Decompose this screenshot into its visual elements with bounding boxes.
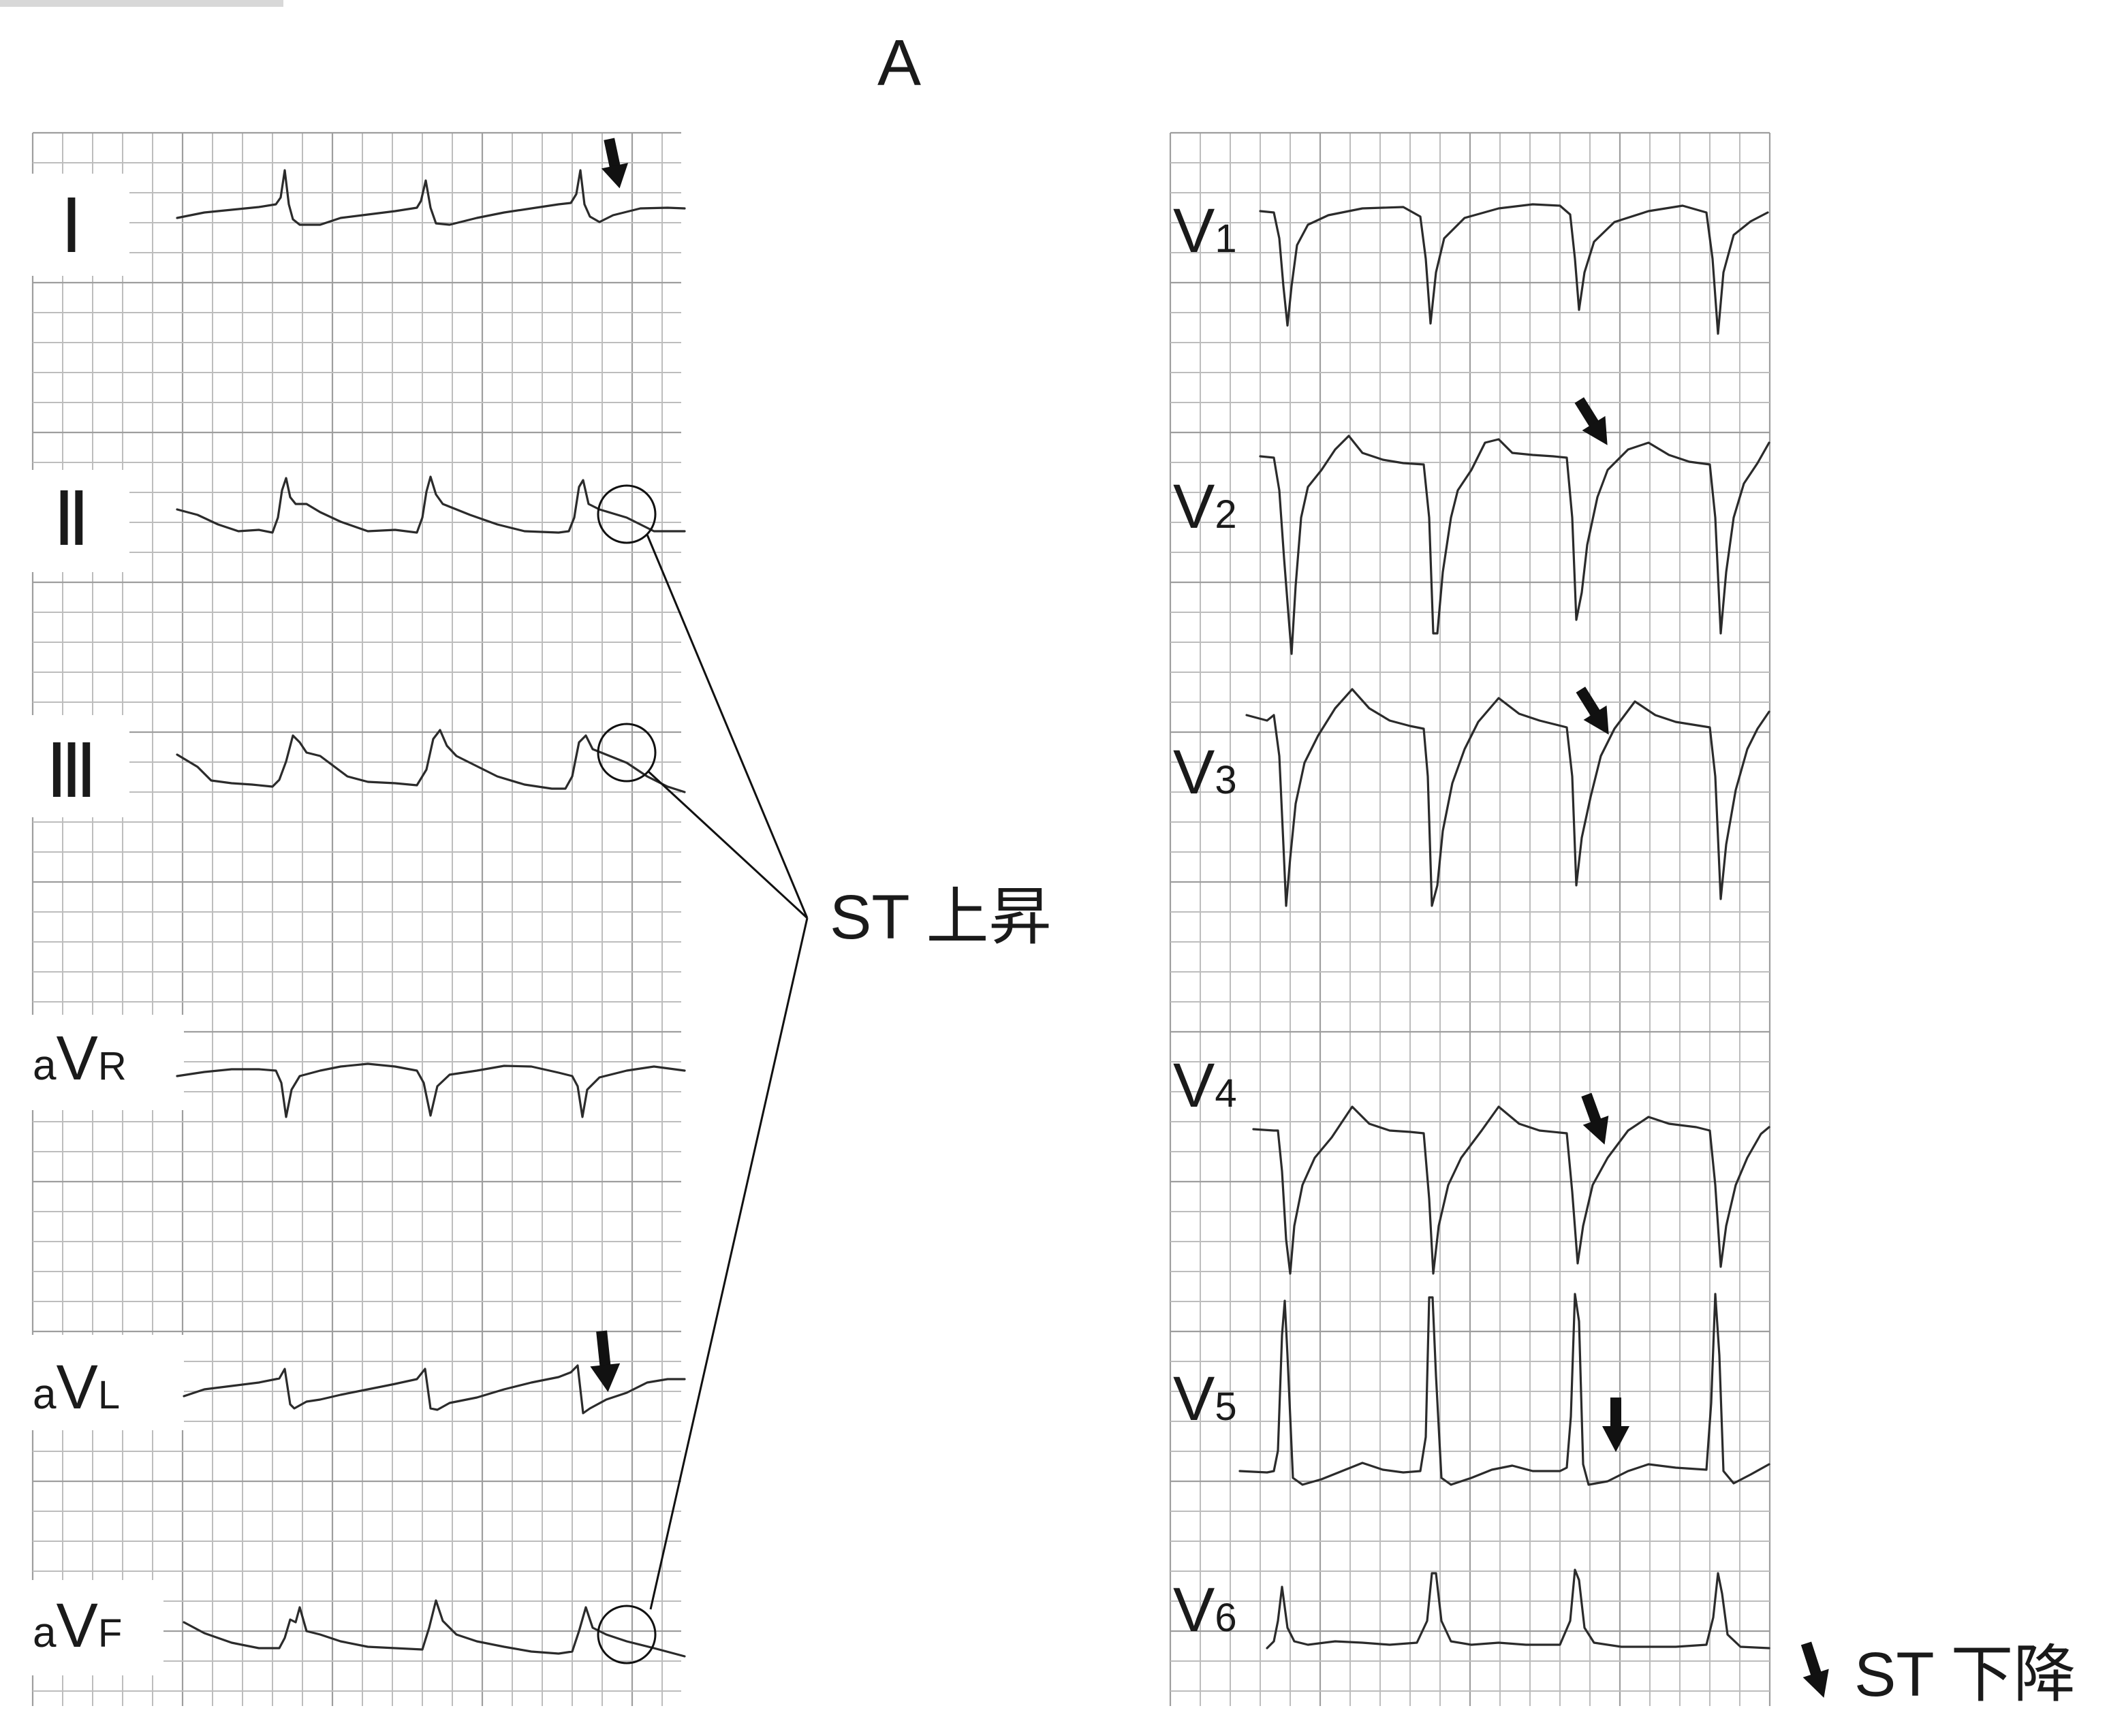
connector-line-II (646, 534, 809, 919)
st-elevation-label: ST 上昇 (830, 883, 1051, 952)
trace-lead-III (176, 729, 686, 793)
st-elevation-circle-aVF (597, 1605, 657, 1664)
trace-lead-V5 (1238, 1293, 1770, 1486)
chest-leads-grid (1169, 131, 1771, 1706)
lead-label-aVL-main: V (56, 1353, 97, 1422)
st-elevation-markers: ST 上昇 (597, 484, 1051, 1664)
lead-label-aVF-prefix: a (33, 1609, 57, 1656)
lead-label-V3: V3 (1173, 738, 1237, 807)
lead-label-aVR-sub: R (98, 1044, 127, 1088)
trace-lead-aVR (176, 1062, 686, 1118)
tab-remnant (0, 0, 283, 7)
trace-lead-V4 (1252, 1105, 1770, 1275)
lead-label-V4: V4 (1173, 1051, 1237, 1120)
trace-lead-V3 (1245, 688, 1770, 907)
st-elevation-circle-III (597, 723, 657, 783)
trace-lead-I (176, 169, 686, 226)
lead-label-V6: V6 (1173, 1575, 1237, 1645)
arrow-icon-legend (1800, 1641, 1829, 1698)
trace-lead-V6 (1266, 1568, 1770, 1650)
lead-label-aVR: aVR (33, 1024, 127, 1093)
chest-lead-traces (1238, 203, 1770, 1650)
arrow-icon-lead-V5 (1602, 1398, 1629, 1452)
lead-label-aVR-main: V (56, 1024, 97, 1093)
arrow-icon-lead-I (601, 138, 629, 189)
lead-label-aVF-main: V (56, 1591, 97, 1660)
lead-label-aVF: aVF (33, 1591, 122, 1660)
lead-label-aVF-sub: F (98, 1611, 122, 1656)
limb-label-masks (27, 174, 184, 1675)
panel-label: A (877, 27, 921, 99)
arrow-icon-lead-V2 (1574, 397, 1608, 445)
lead-label-aVL: aVL (33, 1353, 120, 1422)
trace-lead-V2 (1259, 435, 1770, 655)
limb-lead-traces (176, 169, 686, 1658)
arrow-icon-lead-aVL (590, 1330, 621, 1392)
arrow-icon-lead-V3 (1576, 686, 1609, 735)
trace-lead-II (176, 475, 686, 534)
st-elevation-circle-II (597, 484, 657, 544)
limb-lead-labels: Ⅰ Ⅱ Ⅲ aVR aVL aVF (33, 185, 127, 1660)
lead-label-aVL-sub: L (98, 1373, 120, 1417)
limb-leads-grid (31, 131, 681, 1706)
lead-label-V2: V2 (1173, 472, 1237, 541)
arrow-icon-lead-V4 (1581, 1092, 1609, 1145)
connector-line-aVF (649, 917, 809, 1610)
trace-lead-V1 (1259, 203, 1769, 335)
lead-label-V1: V1 (1173, 196, 1237, 266)
lead-label-V5: V5 (1173, 1364, 1237, 1434)
lead-label-aVL-prefix: a (33, 1371, 57, 1418)
lead-label-I: Ⅰ (61, 185, 82, 268)
st-depression-label: ST 下降 (1854, 1640, 2076, 1709)
lead-label-aVR-prefix: a (33, 1042, 57, 1089)
connector-line-III (647, 770, 809, 919)
lead-label-III: Ⅲ (46, 730, 97, 813)
trace-lead-aVF (183, 1599, 686, 1658)
st-depression-arrows (590, 138, 1829, 1698)
chest-lead-labels: V1 V2 V3 V4 V5 V6 (1173, 196, 1237, 1645)
lead-label-II: Ⅱ (53, 478, 90, 561)
trace-lead-aVL (183, 1364, 686, 1415)
